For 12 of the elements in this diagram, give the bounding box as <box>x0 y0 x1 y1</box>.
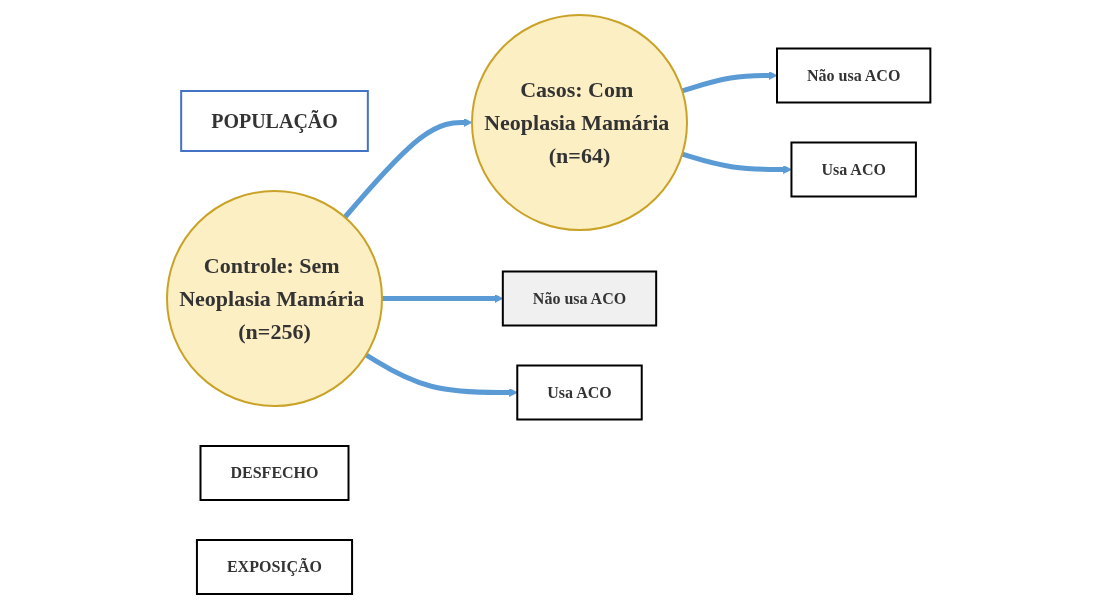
node-box: EXPOSIÇÃO <box>195 538 353 595</box>
arrow <box>681 151 792 174</box>
node-box: Não usa ACO <box>501 270 657 326</box>
node-box: DESFECHO <box>199 444 350 501</box>
node-circle: Controle: Sem Neoplasia Mamária (n=256) <box>165 189 383 407</box>
node-circle: Casos: Com Neoplasia Mamária (n=64) <box>470 13 688 231</box>
arrow <box>342 117 473 219</box>
node-box: Usa ACO <box>790 141 917 197</box>
node-box: Não usa ACO <box>775 47 932 103</box>
arrow <box>364 352 518 397</box>
node-box: POPULAÇÃO <box>180 89 369 152</box>
node-box: Usa ACO <box>516 364 643 420</box>
